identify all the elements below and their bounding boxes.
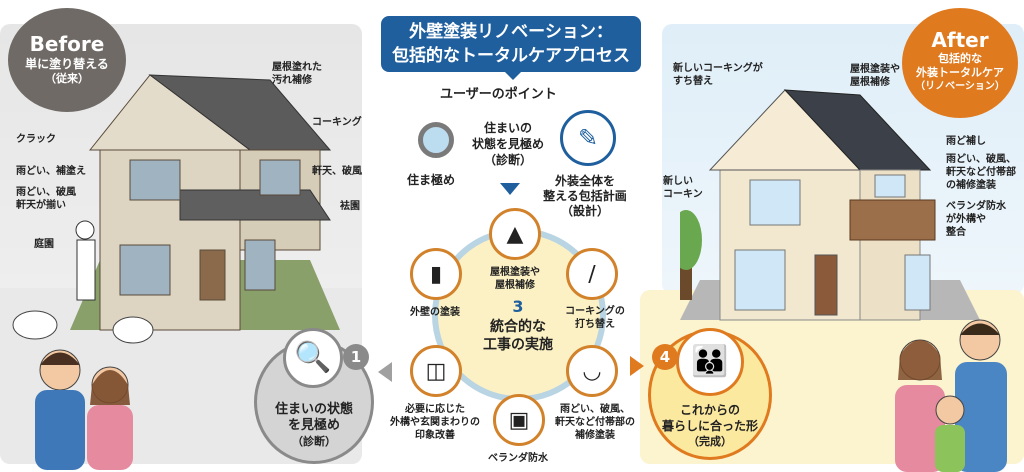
plan-icon: ✎ xyxy=(560,110,616,166)
before-label-roof: 屋根塗れた汚れ補修 xyxy=(272,62,322,86)
before-note: （従来） xyxy=(45,72,89,85)
before-label-eaves: 軒天、破風 xyxy=(312,166,362,177)
arrow-right-icon xyxy=(630,356,644,376)
after-note: （リノベーション） xyxy=(915,81,1005,92)
old-house-illustration xyxy=(70,74,340,331)
work-veranda-label: ベランダ防水 xyxy=(488,453,548,464)
step3-text: 統合的な工事の実施 xyxy=(483,319,553,353)
after-label-roof: 屋根塗装や屋根補修 xyxy=(850,64,900,88)
magnifier-icon: 🔍 xyxy=(283,328,343,388)
before-title: Before xyxy=(29,32,105,56)
step1-text: 住まいの状態を見極め（診断） xyxy=(274,402,353,448)
before-label-crack: クラック xyxy=(16,134,56,145)
after-subtitle-1: 包括的な xyxy=(938,52,982,65)
title-banner: 外壁塗装リノベーション： 包括的なトータルケアプロセス xyxy=(381,16,641,80)
work-wall-label: 外壁の塗装 xyxy=(410,307,460,318)
work-entrance-label: 必要に応じた外構や玄関まわりの印象改善 xyxy=(390,404,480,441)
before-label-gutter-touchup: 雨どい、補塗え xyxy=(16,166,86,177)
after-label-new-caulk2: 新しいコーキン xyxy=(663,176,703,200)
roof-icon: ▲ xyxy=(489,208,541,260)
title-line1: 外壁塗装リノベーション： xyxy=(409,22,613,42)
user-point-diagnosis: 住まいの状態を見極め（診断） xyxy=(471,121,544,167)
after-title: After xyxy=(931,28,989,52)
caulking-gun-icon: ∕ xyxy=(566,248,618,300)
before-label-gutter-damage: 雨どい、破風軒天が揃い xyxy=(16,187,76,211)
before-subtitle: 単に塗り替える xyxy=(25,57,109,71)
paint-roller-icon: ▮ xyxy=(410,248,462,300)
after-label-accessory: 雨どい、破風、軒天など付帯部の補修塗装 xyxy=(946,154,1016,191)
family-icon: 👪 xyxy=(676,328,744,396)
magnifier-icon xyxy=(418,122,454,158)
entrance-icon: ◫ xyxy=(410,345,462,397)
work-gutter-label: 雨どい、破風、軒天など付帯部の補修塗装 xyxy=(555,404,635,441)
happy-family-illustration xyxy=(895,319,1007,472)
work-roof-label: 屋根塗装や屋根補修 xyxy=(490,267,540,291)
before-label-caulking: コーキング xyxy=(312,117,362,128)
veranda-icon: ▣ xyxy=(493,394,545,446)
after-label-gutter: 雨ど補し xyxy=(946,136,986,147)
step4-text: これからの暮らしに合った形（完成） xyxy=(661,403,758,448)
user-point-left: 住ま極め xyxy=(407,173,456,187)
arrow-down-icon xyxy=(500,183,520,195)
gutter-icon: ◡ xyxy=(566,345,618,397)
title-line2: 包括的なトータルケアプロセス xyxy=(392,46,630,66)
step1-number: 1 xyxy=(343,344,369,370)
after-subtitle-2: 外装トータルケア xyxy=(916,66,1004,79)
after-label-new-caulking: 新しいコーキングがすち替え xyxy=(673,63,763,87)
step4-number: 4 xyxy=(652,344,678,370)
before-badge: Before 単に塗り替える （従来） xyxy=(8,8,126,112)
arrow-left-icon xyxy=(378,362,392,382)
after-badge: After 包括的な 外装トータルケア （リノベーション） xyxy=(902,8,1018,118)
user-point-plan: 外装全体を整える包括計画（設計） xyxy=(543,174,627,218)
work-caulking-label: コーキングの打ち替え xyxy=(565,306,625,330)
step3-number: 3 xyxy=(512,297,524,316)
before-label-garden-right: 袪園 xyxy=(340,201,360,212)
after-label-veranda: ベランダ防水が外構や整合 xyxy=(946,201,1006,238)
before-label-garden-left: 庭園 xyxy=(34,239,54,250)
user-points-heading: ユーザーのポイント xyxy=(440,87,557,102)
worried-couple-illustration xyxy=(12,310,154,470)
new-house-illustration xyxy=(680,89,980,321)
